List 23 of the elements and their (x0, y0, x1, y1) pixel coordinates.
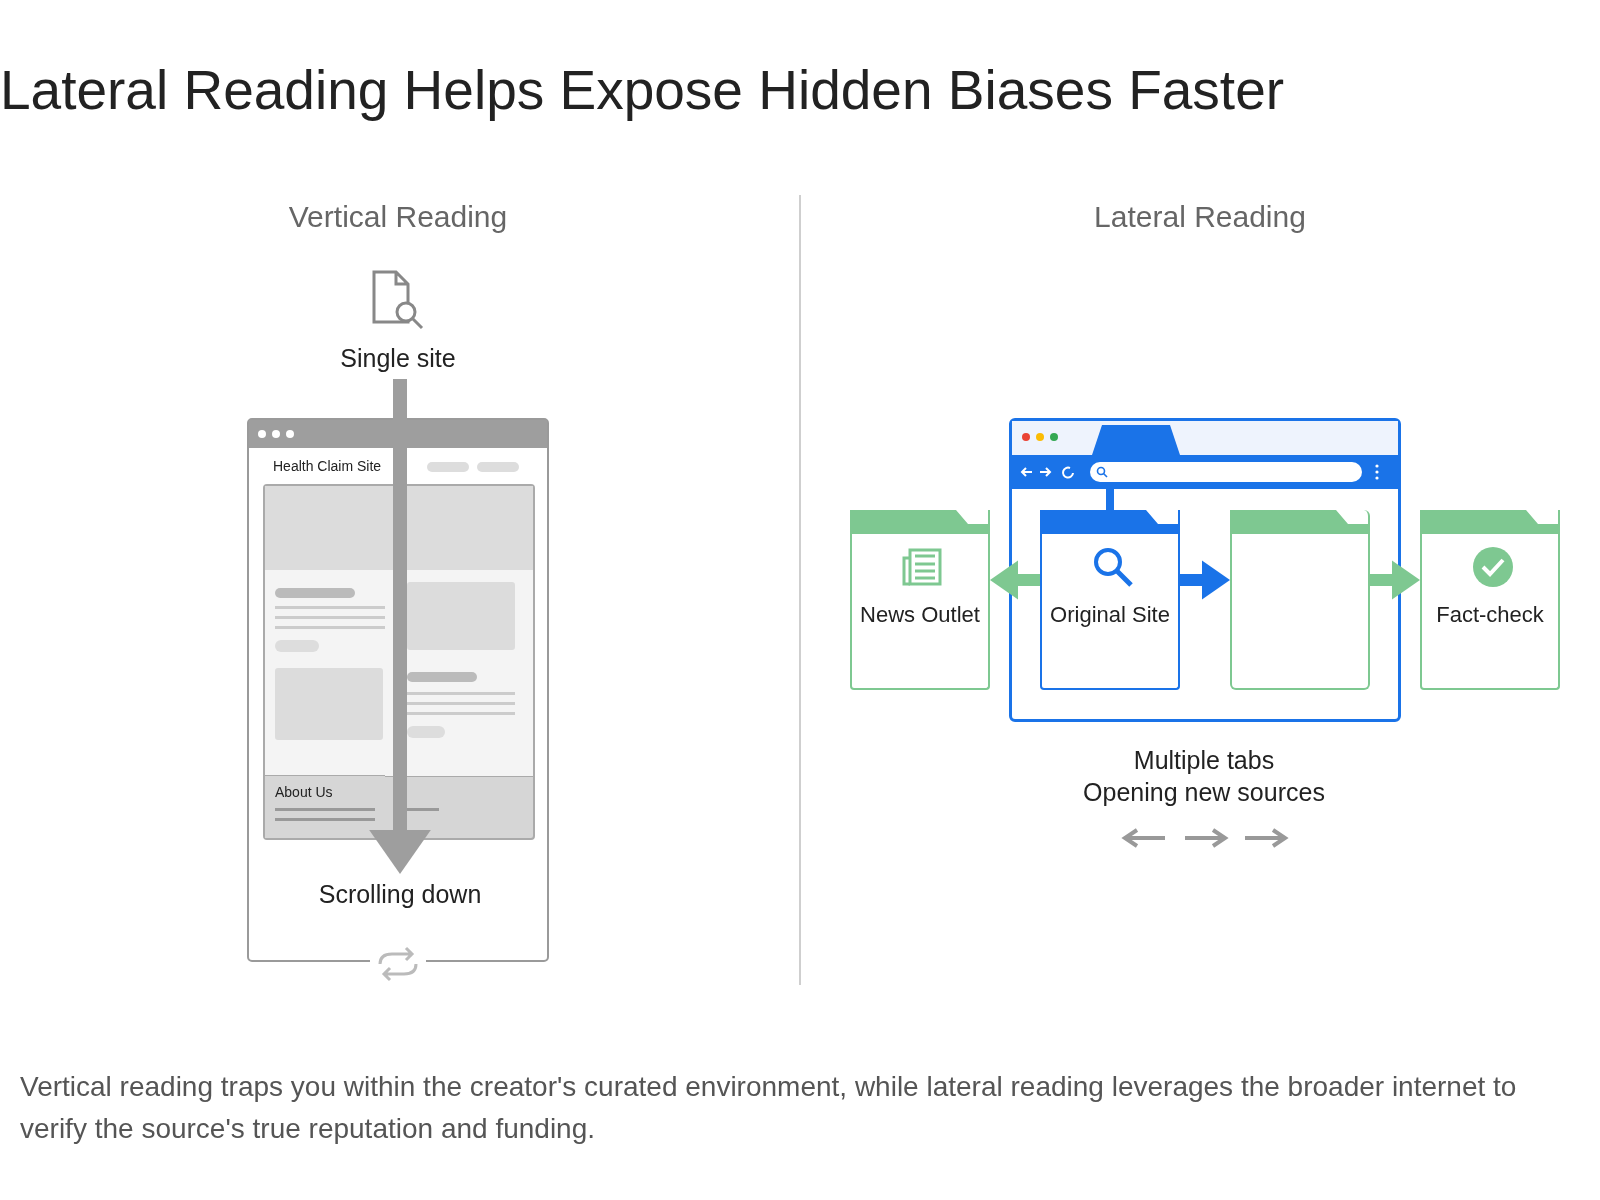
browser-tab (850, 510, 990, 690)
browser-window (1009, 418, 1401, 722)
tab-title: Original Site (1049, 602, 1171, 628)
note-text: Multiple tabs (1133, 746, 1275, 775)
browser-tab (1420, 510, 1560, 690)
footer-section (265, 775, 385, 838)
section-heading: About Us (275, 784, 333, 800)
note-text: Opening new sources (1083, 778, 1325, 807)
panel-heading: Lateral Reading (1094, 200, 1306, 234)
tab-title: News Outlet (859, 602, 981, 628)
arrow (1180, 560, 1230, 600)
site-name: Health Claim Site (273, 458, 382, 474)
browser-tab (1040, 510, 1180, 690)
arrow (1370, 560, 1420, 600)
title: Lateral Reading Helps Expose Hidden Biases Faster (0, 58, 1285, 122)
label-text: Scrolling down (318, 880, 482, 909)
caption: Vertical reading traps you within the creator's curated environment, while lateral reading leverages the broader internet to verify the source's true reputation and funding. (20, 1070, 1518, 1146)
label-text: Single site (340, 344, 456, 373)
panel-heading: Vertical Reading (288, 200, 508, 234)
arrow (990, 560, 1040, 600)
address-bar (1090, 462, 1362, 482)
tab-title: Fact-check (1435, 602, 1545, 628)
browser-tab (1230, 510, 1370, 690)
